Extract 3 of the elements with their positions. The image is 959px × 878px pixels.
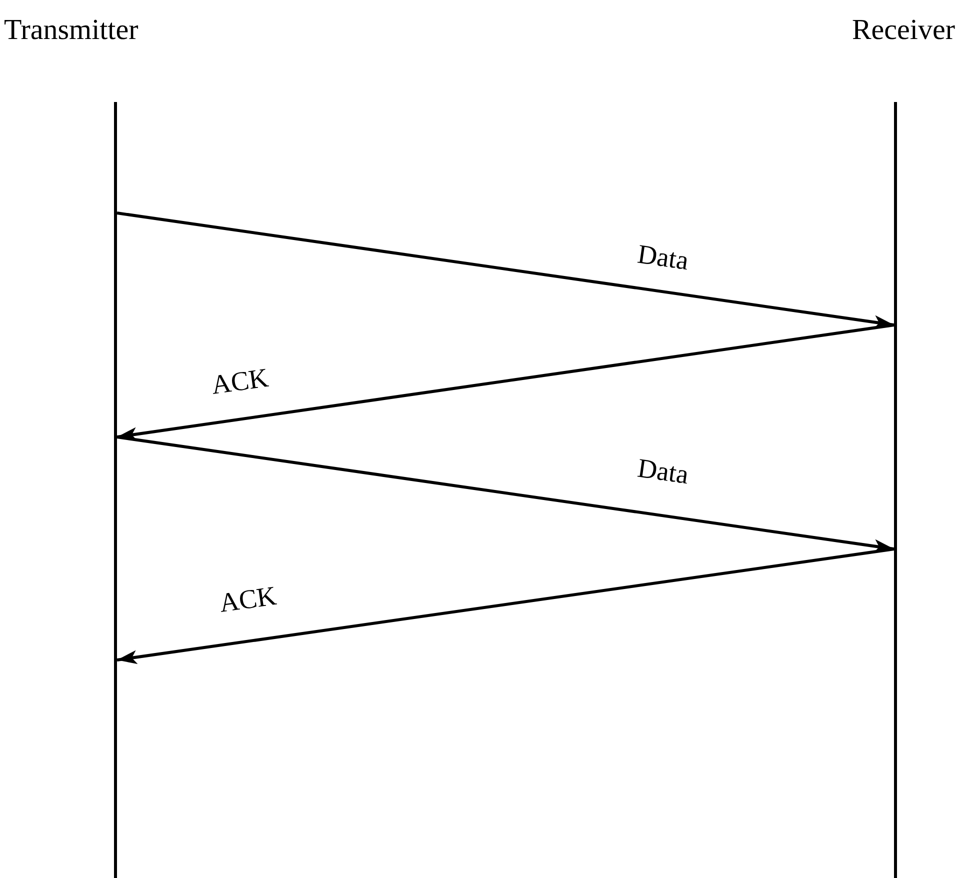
message-arrow xyxy=(116,548,894,664)
participant-label: Receiver xyxy=(852,14,955,47)
participant-label: Transmitter xyxy=(4,14,138,47)
